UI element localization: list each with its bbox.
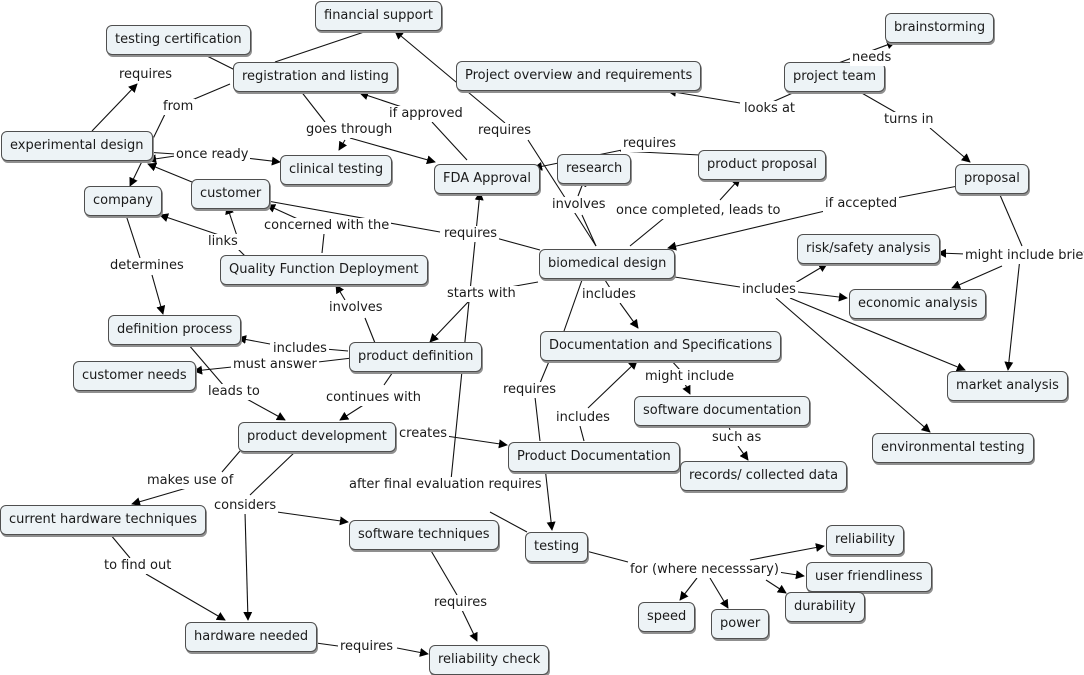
concept-fda-approval[interactable]: FDA Approval <box>434 164 540 194</box>
link-includes-analysis: includes <box>740 282 798 298</box>
link-requires-research: requires <box>621 136 678 152</box>
link-turns-in: turns in <box>882 112 936 128</box>
concept-testing-certification[interactable]: testing certification <box>106 25 251 55</box>
concept-project-overview[interactable]: Project overview and requirements <box>456 61 702 91</box>
link-once-ready: once ready <box>174 147 251 163</box>
concept-registration-listing[interactable]: registration and listing <box>233 62 398 92</box>
link-needs: needs <box>850 50 894 66</box>
link-looks-at: looks at <box>742 101 798 117</box>
concept-testing[interactable]: testing <box>525 532 589 562</box>
concept-reliability[interactable]: reliability <box>826 525 905 555</box>
concept-product-documentation[interactable]: Product Documentation <box>508 442 680 472</box>
concept-biomedical-design[interactable]: biomedical design <box>539 249 676 279</box>
concept-proposal[interactable]: proposal <box>955 164 1029 194</box>
concept-product-proposal[interactable]: product proposal <box>698 150 826 180</box>
concept-product-development[interactable]: product development <box>238 422 396 452</box>
concept-market-analysis[interactable]: market analysis <box>947 371 1068 401</box>
concept-risk-safety-analysis[interactable]: risk/safety analysis <box>797 234 940 264</box>
link-includes-product-documentation: includes <box>554 410 612 426</box>
link-requires-testing-certification: requires <box>117 67 174 83</box>
link-requires-fda: requires <box>476 123 533 139</box>
concept-quality-function-deployment[interactable]: Quality Function Deployment <box>220 255 428 285</box>
concept-economic-analysis[interactable]: economic analysis <box>849 289 987 319</box>
concept-hardware-needed[interactable]: hardware needed <box>185 622 318 652</box>
link-must-answer: must answer <box>231 357 319 373</box>
concept-company[interactable]: company <box>84 186 162 216</box>
concept-financial-support[interactable]: financial support <box>315 1 443 31</box>
concept-software-techniques[interactable]: software techniques <box>349 520 499 550</box>
link-involves-research: involves <box>550 197 608 213</box>
link-involves-qfd: involves <box>327 300 385 316</box>
link-for-where-necessary: for (where necesssary) <box>628 562 781 578</box>
concept-environmental-testing[interactable]: environmental testing <box>872 433 1034 463</box>
concept-records-collected-data[interactable]: records/ collected data <box>680 461 848 491</box>
concept-durability[interactable]: durability <box>785 592 865 622</box>
link-leads-to: leads to <box>206 384 262 400</box>
concept-definition-process[interactable]: definition process <box>108 315 242 345</box>
link-such-as: such as <box>710 430 764 446</box>
link-requires-product-documentation: requires <box>501 382 558 398</box>
link-includes-doc: includes <box>580 287 638 303</box>
link-if-approved: if approved <box>387 106 465 122</box>
link-once-completed: once completed, leads to <box>614 203 783 219</box>
link-creates: creates <box>397 426 450 442</box>
link-makes-use-of: makes use of <box>145 473 236 489</box>
link-to-find-out: to find out <box>102 558 174 574</box>
concept-user-friendliness[interactable]: user friendliness <box>806 562 932 592</box>
concept-speed[interactable]: speed <box>638 602 696 632</box>
concept-research[interactable]: research <box>557 154 632 184</box>
link-after-final-evaluation: after final evaluation requires <box>347 477 544 493</box>
concept-software-documentation[interactable]: software documentation <box>634 396 811 426</box>
concept-clinical-testing[interactable]: clinical testing <box>280 155 393 185</box>
concept-current-hardware-techniques[interactable]: current hardware techniques <box>0 505 206 535</box>
concept-brainstorming[interactable]: brainstorming <box>885 13 995 43</box>
link-might-include: might include <box>643 369 737 385</box>
link-concerned-with: concerned with the <box>262 218 392 234</box>
concept-documentation-specifications[interactable]: Documentation and Specifications <box>540 331 782 361</box>
concept-customer-needs[interactable]: customer needs <box>73 361 196 391</box>
link-starts-with: starts with <box>445 286 518 302</box>
link-if-accepted: if accepted <box>823 196 900 212</box>
concept-product-definition[interactable]: product definition <box>349 342 483 372</box>
link-links: links <box>206 234 240 250</box>
link-requires-hardware: requires <box>338 639 395 655</box>
link-includes-definition: includes <box>271 341 329 357</box>
concept-project-team[interactable]: project team <box>784 62 885 92</box>
concept-reliability-check[interactable]: reliability check <box>429 645 550 675</box>
link-continues-with: continues with <box>324 390 424 406</box>
link-goes-through: goes through <box>304 122 395 138</box>
link-considers: considers <box>212 498 279 514</box>
link-requires-customer: requires <box>442 226 499 242</box>
link-determines: determines <box>108 258 186 274</box>
link-from: from <box>161 99 196 115</box>
link-requires-reliability-check: requires <box>432 595 489 611</box>
concept-power[interactable]: power <box>711 609 770 639</box>
concept-experimental-design[interactable]: experimental design <box>1 131 153 161</box>
concept-customer[interactable]: customer <box>191 179 271 209</box>
link-might-include-brief: might include brief <box>963 248 1084 264</box>
